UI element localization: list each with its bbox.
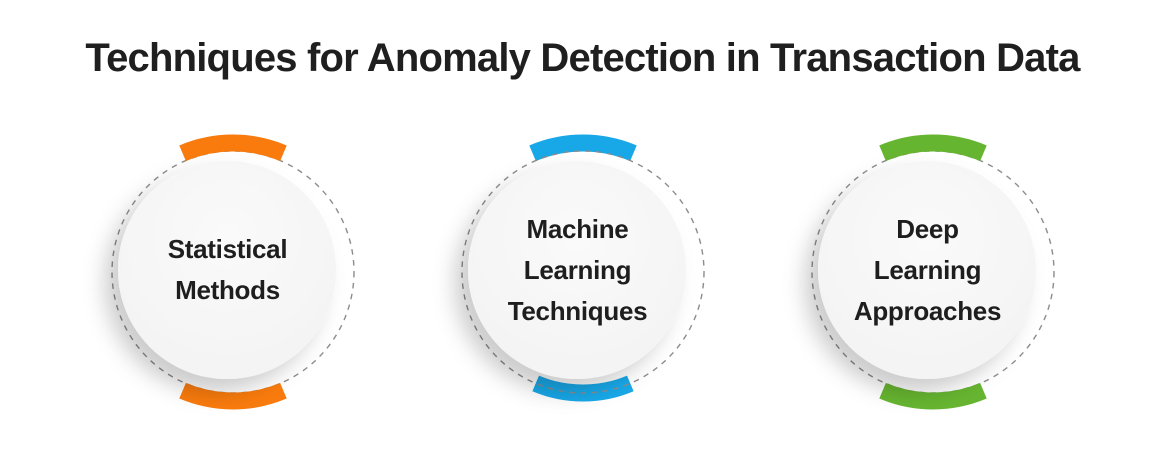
- circle-graphic-deep-learning: [810, 134, 1055, 410]
- circle-graphic-statistical: [110, 134, 355, 410]
- card-machine-learning-techniques: Machine Learning Techniques: [433, 107, 733, 437]
- card-statistical-methods: Statistical Methods: [83, 107, 383, 437]
- dashed-circle: [460, 150, 705, 394]
- arc-bottom: [178, 382, 287, 410]
- card-deep-learning-approaches: Deep Learning Approaches: [783, 107, 1083, 437]
- inner-circle: [817, 161, 1036, 379]
- arc-top: [178, 134, 287, 162]
- arc-bottom: [878, 382, 987, 410]
- inner-circle: [467, 161, 686, 379]
- arc-top: [878, 134, 987, 162]
- technique-cards-row: Statistical Methods Machine Learning Tec…: [0, 107, 1165, 437]
- page-title: Techniques for Anomaly Detection in Tran…: [85, 36, 1080, 80]
- arc-top: [528, 134, 637, 162]
- circle-graphic-machine-learning: [460, 134, 705, 402]
- inner-circle: [117, 161, 336, 379]
